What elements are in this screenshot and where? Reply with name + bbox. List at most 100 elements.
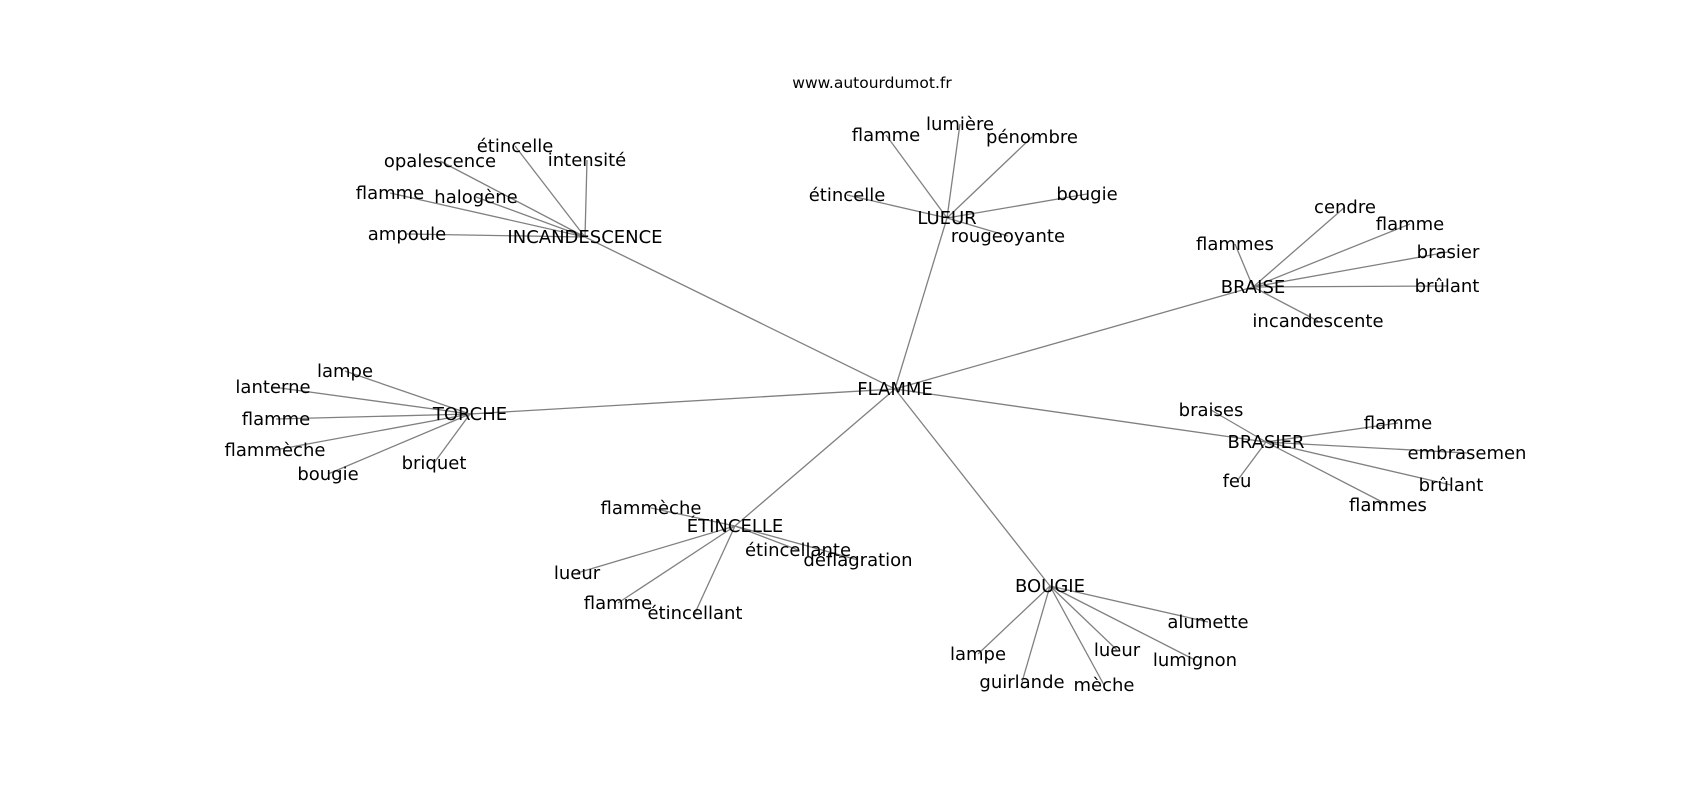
edge-hub-leaf <box>344 370 471 415</box>
leaf-node: alumette <box>1167 612 1248 633</box>
edge-hub-leaf <box>389 192 586 238</box>
leaf-node: flamme <box>1376 214 1445 235</box>
leaf-node: flammèche <box>601 498 702 519</box>
leaf-node: brasier <box>1417 242 1480 263</box>
edge-hub-leaf <box>1049 585 1105 686</box>
edge-hub-leaf <box>1210 409 1267 443</box>
edge-center-hub <box>894 388 1051 587</box>
edge-hub-leaf <box>694 525 736 614</box>
edge-hub-leaf <box>734 525 859 561</box>
leaf-node: lueur <box>554 563 601 584</box>
leaf-node: mèche <box>1074 675 1135 696</box>
center-node: FLAMME <box>857 379 933 400</box>
edge-hub-leaf <box>1252 251 1449 288</box>
hub-node: TORCHE <box>432 404 507 425</box>
leaf-node: étincelle <box>477 136 554 157</box>
leaf-node: lampe <box>317 361 373 382</box>
edge-hub-leaf <box>406 233 586 238</box>
leaf-node: étincelle <box>809 185 886 206</box>
leaf-node: bougie <box>1056 184 1117 205</box>
edge-center-hub <box>469 388 896 415</box>
edge-hub-leaf <box>977 585 1051 655</box>
edge-hub-leaf <box>1265 441 1389 506</box>
edge-hub-leaf <box>1049 585 1209 623</box>
edge-hub-leaf <box>617 525 736 604</box>
edge-hub-leaf <box>1252 285 1448 288</box>
edges-layer <box>272 123 1468 686</box>
leaf-node: halogène <box>434 187 517 208</box>
edge-hub-leaf <box>885 134 948 219</box>
edge-hub-leaf <box>584 159 588 238</box>
edge-hub-leaf <box>946 123 961 219</box>
edge-center-hub <box>894 217 948 390</box>
edge-hub-leaf <box>1265 441 1452 486</box>
edge-hub-leaf <box>1049 585 1118 651</box>
edge-hub-leaf <box>576 525 736 574</box>
hub-node: BRAISE <box>1221 277 1286 298</box>
edge-hub-leaf <box>1252 223 1411 288</box>
leaf-node: lanterne <box>235 377 310 398</box>
labels-layer: www.autourdumot.fr FLAMME INCANDESCENCE ét… <box>225 74 1527 696</box>
edge-hub-leaf <box>1234 243 1254 288</box>
edge-hub-leaf <box>514 145 586 238</box>
leaf-node: embrasemen <box>1408 443 1527 464</box>
leaf-node: flammes <box>1196 234 1274 255</box>
edge-hub-leaf <box>327 413 471 475</box>
leaf-node: brûlant <box>1419 475 1484 496</box>
leaf-node: lumière <box>926 114 994 135</box>
edge-center-hub <box>734 388 896 527</box>
leaf-node: rougeoyante <box>951 226 1065 247</box>
leaf-node: intensité <box>548 150 626 171</box>
edge-hub-leaf <box>275 413 471 420</box>
edge-hub-leaf <box>439 160 586 238</box>
edge-center-hub <box>894 286 1254 390</box>
edge-hub-leaf <box>946 136 1033 219</box>
leaf-node: étincellant <box>647 603 742 624</box>
edge-center-hub <box>894 388 1267 443</box>
leaf-node: flamme <box>584 593 653 614</box>
edge-hub-leaf <box>1265 441 1468 454</box>
edge-hub-leaf <box>1252 286 1319 322</box>
leaf-node: lueur <box>1094 640 1141 661</box>
edge-hub-leaf <box>1265 422 1399 443</box>
site-url: www.autourdumot.fr <box>792 74 952 92</box>
leaf-node: flammes <box>1349 495 1427 516</box>
leaf-node: braises <box>1179 400 1244 421</box>
edge-hub-leaf <box>475 196 586 238</box>
edge-hub-leaf <box>650 507 736 527</box>
edge-hub-leaf <box>1252 206 1346 288</box>
leaf-node: déflagration <box>803 550 912 571</box>
leaf-node: flamme <box>242 409 311 430</box>
edge-hub-leaf <box>946 217 1009 237</box>
leaf-node: ampoule <box>368 224 447 245</box>
leaf-node: flamme <box>356 183 425 204</box>
leaf-node: pénombre <box>986 127 1078 148</box>
edge-hub-leaf <box>1049 585 1196 661</box>
edge-hub-leaf <box>946 193 1088 219</box>
leaf-node: feu <box>1223 471 1252 492</box>
edge-hub-leaf <box>433 413 471 464</box>
edge-hub-leaf <box>274 413 471 451</box>
leaf-node: flamme <box>1364 413 1433 434</box>
leaf-node: briquet <box>402 453 467 474</box>
leaf-node: flammèche <box>225 440 326 461</box>
edge-hub-leaf <box>272 386 471 415</box>
leaf-node: brûlant <box>1415 276 1480 297</box>
edge-center-hub <box>584 236 896 390</box>
leaf-node: étincellante <box>745 540 851 561</box>
edge-hub-leaf <box>734 525 799 551</box>
leaf-node: lampe <box>950 644 1006 665</box>
edge-hub-leaf <box>846 194 948 219</box>
leaf-node: opalescence <box>384 151 496 172</box>
leaf-node: incandescente <box>1252 311 1383 332</box>
leaf-node: lumignon <box>1153 650 1237 671</box>
hub-node: BOUGIE <box>1015 576 1085 597</box>
leaf-node: flamme <box>852 125 921 146</box>
edge-hub-leaf <box>1236 441 1267 482</box>
edge-hub-leaf <box>1021 585 1051 683</box>
hub-node: INCANDESCENCE <box>507 227 662 248</box>
leaf-node: bougie <box>297 464 358 485</box>
hub-node: BRASIER <box>1227 432 1304 453</box>
hub-node: LUEUR <box>917 208 976 229</box>
